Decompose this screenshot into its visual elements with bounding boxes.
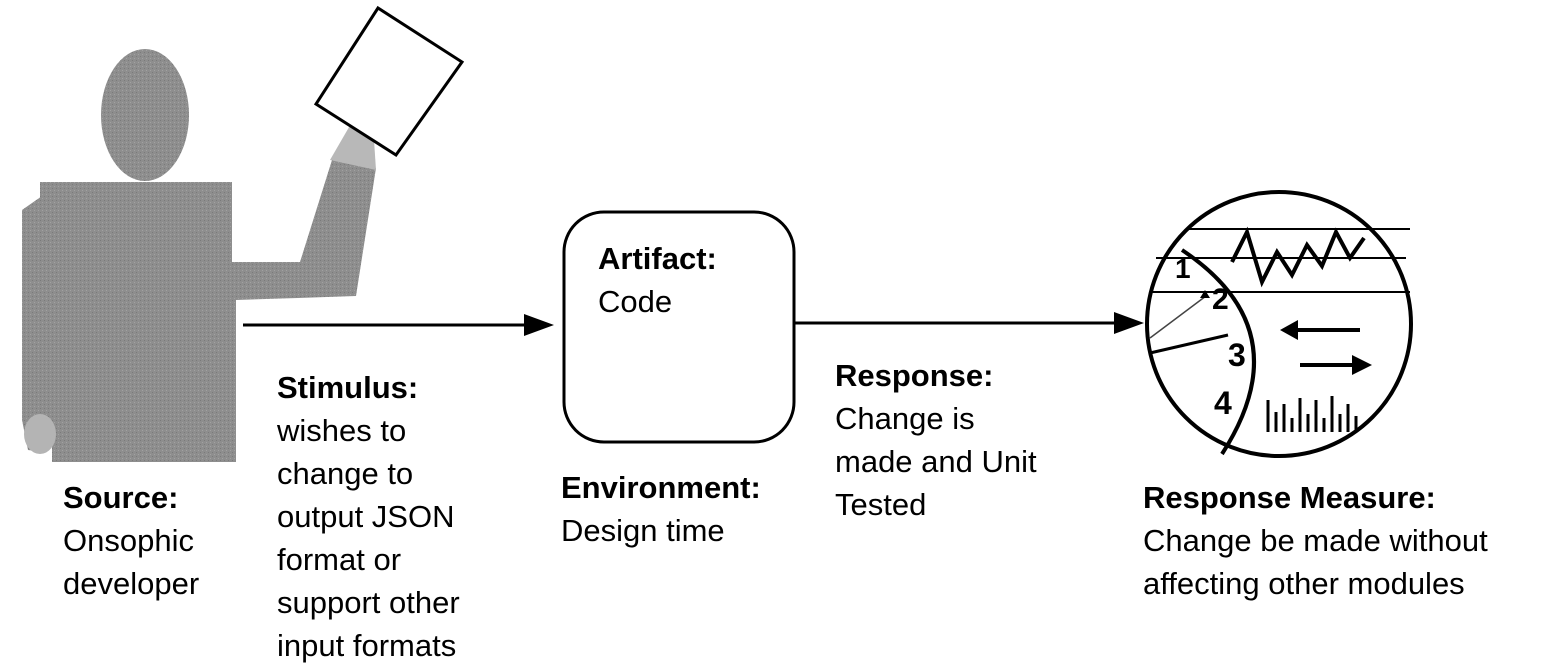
response-measure-line: affecting other modules [1143, 566, 1465, 601]
source-line: Onsophic [63, 523, 194, 558]
person-holding-paper-icon [22, 5, 465, 462]
stimulus-label: Stimulus: wishes to change to output JSO… [277, 366, 460, 667]
stimulus-line: wishes to [277, 413, 407, 448]
response-measure-line: Change be made without [1143, 523, 1488, 558]
measurement-gauge-icon: 1 2 3 4 [1145, 190, 1413, 458]
stimulus-heading: Stimulus: [277, 370, 419, 405]
artifact-line: Code [598, 284, 673, 319]
stimulus-line: support other [277, 585, 460, 620]
stimulus-line: output JSON [277, 499, 455, 534]
gauge-number-3: 3 [1228, 337, 1246, 373]
response-heading: Response: [835, 358, 994, 393]
stimulus-line: format or [277, 542, 402, 577]
gauge-number-4: 4 [1214, 385, 1232, 421]
response-measure-label: Response Measure: Change be made without… [1143, 476, 1488, 605]
gauge-number-2: 2 [1212, 283, 1229, 316]
source-heading: Source: [63, 480, 179, 515]
response-line: made and Unit [835, 444, 1037, 479]
stimulus-line: input formats [277, 628, 457, 663]
environment-line: Design time [561, 513, 725, 548]
source-line: developer [63, 566, 200, 601]
stimulus-arrow [243, 314, 554, 336]
response-label: Response: Change is made and Unit Tested [835, 354, 1037, 526]
source-label: Source: Onsophic developer [63, 476, 199, 605]
artifact-box [562, 210, 796, 444]
response-arrow [795, 312, 1144, 334]
stimulus-line: change to [277, 456, 414, 491]
environment-label: Environment: Design time [561, 466, 761, 552]
response-measure-heading: Response Measure: [1143, 480, 1436, 515]
artifact-label: Artifact: Code [598, 237, 717, 323]
artifact-heading: Artifact: [598, 241, 717, 276]
gauge-number-1: 1 [1175, 253, 1191, 284]
response-line: Change is [835, 401, 975, 436]
response-line: Tested [835, 487, 927, 522]
environment-heading: Environment: [561, 470, 761, 505]
